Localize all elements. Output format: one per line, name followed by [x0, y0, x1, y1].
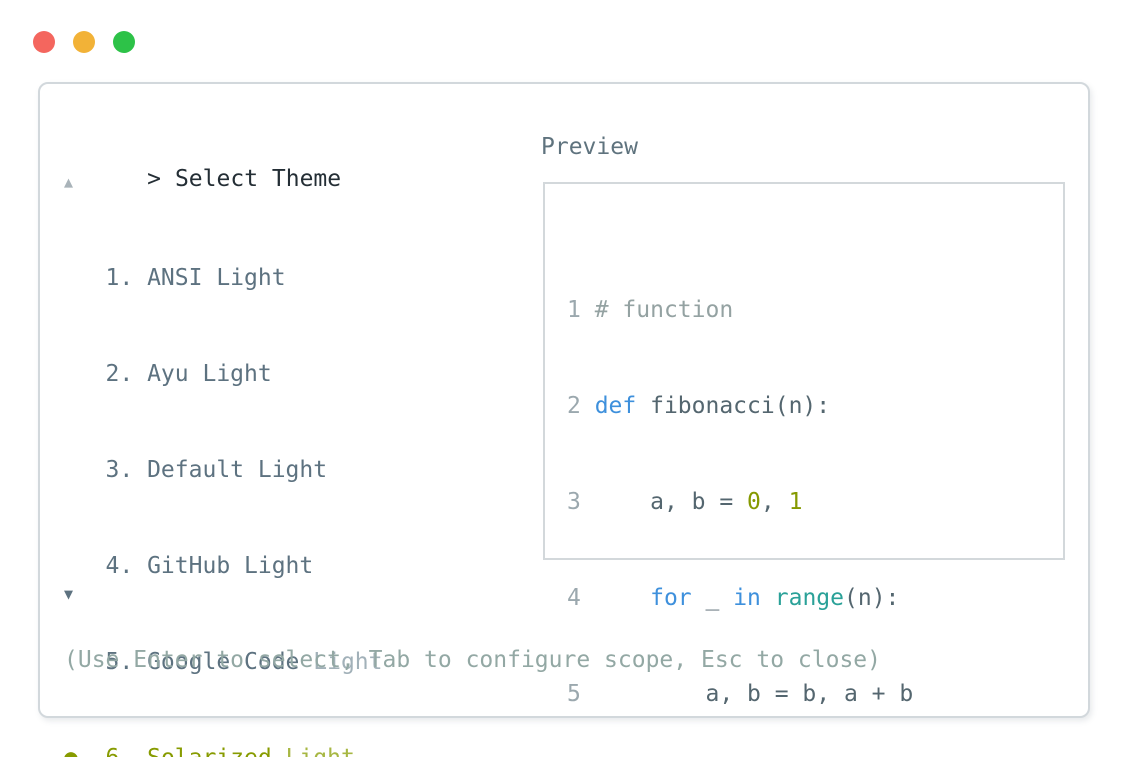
code-line-5: 5 a, b = b, a + b [567, 681, 914, 707]
theme-list: 1. ANSI Light 2. Ayu Light 3. Default Li… [64, 198, 383, 757]
window-traffic-lights [33, 31, 135, 53]
code-line-3: 3 a, b = 0, 1 [567, 489, 803, 515]
theme-item-default-light[interactable]: 3. Default Light [64, 457, 328, 483]
theme-preview-box: 1 # function 2 def fibonacci(n): 3 a, b … [543, 182, 1065, 707]
code-line-4: 4 for _ in range(n): [567, 585, 900, 611]
theme-item-solarized-light-selected[interactable]: ● 6. Solarized Light [64, 742, 383, 757]
close-button[interactable] [33, 31, 55, 53]
code-line-2: 2 def fibonacci(n): [567, 393, 831, 419]
scroll-down-icon[interactable]: ▼ [64, 585, 74, 603]
theme-item-github-light[interactable]: 4. GitHub Light [64, 553, 314, 579]
code-preview: 1 # function 2 def fibonacci(n): 3 a, b … [567, 230, 1102, 757]
zoom-button[interactable] [113, 31, 135, 53]
page-title: > Select Theme [64, 131, 341, 227]
keyboard-hint: (Use Enter to select, Tab to configure s… [64, 647, 881, 673]
selected-bullet-icon: ● [64, 745, 78, 757]
code-line-1: 1 # function [567, 297, 734, 323]
prompt-caret-icon: > [147, 166, 161, 192]
minimize-button[interactable] [73, 31, 95, 53]
page-title-label: Select Theme [174, 166, 342, 192]
theme-selector-panel: > Select Theme Preview ▲ 1. ANSI Light 2.… [38, 82, 1090, 757]
theme-item-google-code-light[interactable]: 5. Google Code Light [64, 649, 383, 675]
theme-item-ayu-light[interactable]: 2. Ayu Light [64, 361, 272, 387]
preview-heading: Preview [541, 134, 638, 160]
theme-item-ansi-light[interactable]: 1. ANSI Light [64, 265, 286, 291]
scroll-up-icon[interactable]: ▲ [64, 173, 74, 191]
